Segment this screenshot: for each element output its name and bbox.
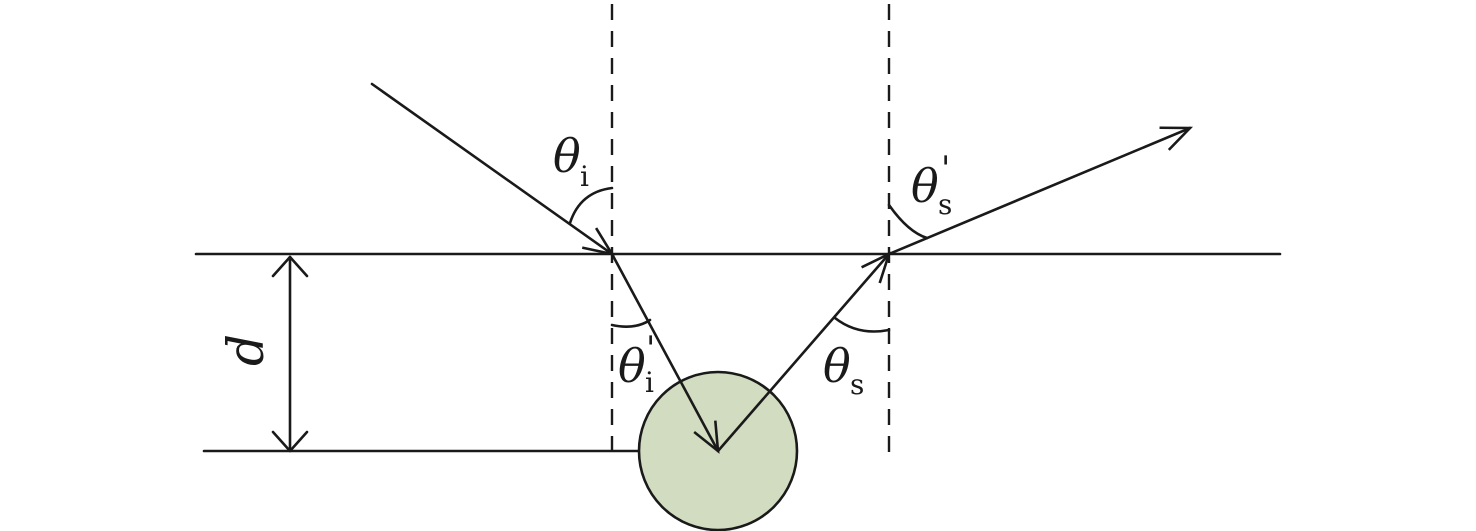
label-theta-i: θ i [553,129,589,193]
theta-s-prime-symbol: θ [911,159,939,213]
theta-i-prime-mark: ' [646,329,655,369]
theta-s-prime-subscript: s [938,188,952,221]
refracted-incident-ray [610,252,720,454]
theta-i-prime-symbol: θ [618,339,646,393]
emerging-scattered-ray [887,126,1194,256]
theta-i-subscript: i [580,160,589,193]
theta-s-subscript: s [850,368,864,401]
label-theta-i-prime: θ ' i [618,329,655,399]
theta-i-prime-subscript: i [645,366,654,399]
angle-arc-theta-i-prime [610,318,652,328]
scattered-ray-in-medium [716,251,892,453]
angle-arc-theta-s [833,316,891,333]
depth-arrow-bottom [271,430,309,453]
theta-i-symbol: θ [553,129,581,183]
incident-ray [370,82,615,256]
angle-arc-theta-s-prime [887,203,929,240]
theta-s-prime-mark: ' [941,149,950,189]
label-theta-s-prime: θ ' s [911,149,952,221]
label-theta-s: θ s [823,339,864,401]
depth-label: d [217,334,275,366]
depth-arrow-top [271,255,309,278]
angle-arc-theta-i [568,186,614,225]
theta-s-symbol: θ [823,339,851,393]
